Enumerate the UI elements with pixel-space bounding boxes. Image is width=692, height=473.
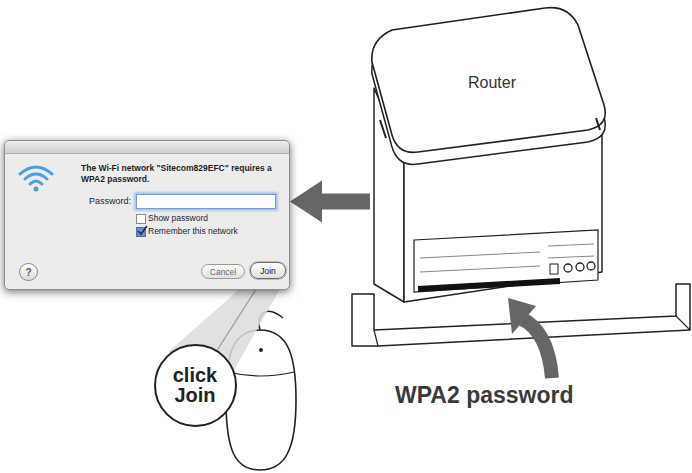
- mouse-wheel: [259, 348, 263, 352]
- curved-arrow: [520, 318, 552, 378]
- shape-circle: [34, 187, 39, 192]
- sticker-lines: [420, 244, 594, 272]
- shape-path: [30, 181, 42, 184]
- checkbox-label: Show password: [148, 213, 208, 223]
- curved-arrowhead: [508, 298, 536, 334]
- router-device: Router: [370, 4, 606, 302]
- button-text: Cancel: [210, 267, 236, 277]
- cancel-button: Cancel: [201, 264, 245, 279]
- connector-line: [320, 194, 370, 210]
- sticker-mark: [587, 262, 595, 270]
- password-field: [136, 194, 276, 209]
- block-arrow: [290, 181, 370, 223]
- shape-path: [138, 226, 147, 234]
- button-text: click Join: [165, 365, 225, 405]
- title-bar: [5, 141, 289, 154]
- join-button: Join: [250, 262, 286, 279]
- shape-g: [20, 167, 52, 184]
- button-text: ?: [25, 267, 31, 278]
- callout-circle: click Join: [154, 344, 237, 427]
- lid-slot: [380, 118, 600, 138]
- checkbox: [136, 214, 146, 224]
- sticker-bar: [418, 281, 560, 289]
- field-label: Password:: [41, 196, 131, 206]
- arrowhead: [290, 181, 322, 223]
- callout-label: WPA2 password: [395, 382, 574, 409]
- button-text: Join: [260, 266, 276, 276]
- device-name: Router: [468, 74, 516, 92]
- check-mark: [136, 225, 148, 237]
- shape-path: [25, 174, 47, 179]
- mouse-buttons: [228, 372, 294, 376]
- sticker-mark: [576, 263, 584, 271]
- wifi-icon: [17, 163, 55, 193]
- dialog-message: The Wi-Fi network "Sitecom829EFC" requir…: [81, 163, 281, 185]
- sticker-mark: [564, 264, 572, 272]
- dialog-window: The Wi-Fi network "Sitecom829EFC" requir…: [4, 140, 290, 290]
- sticker-icon: [550, 264, 558, 274]
- help-button: ?: [19, 263, 38, 281]
- router-lid: [372, 8, 605, 153]
- router-label-sticker: [414, 230, 598, 292]
- checkbox-label: Remember this network: [148, 226, 238, 236]
